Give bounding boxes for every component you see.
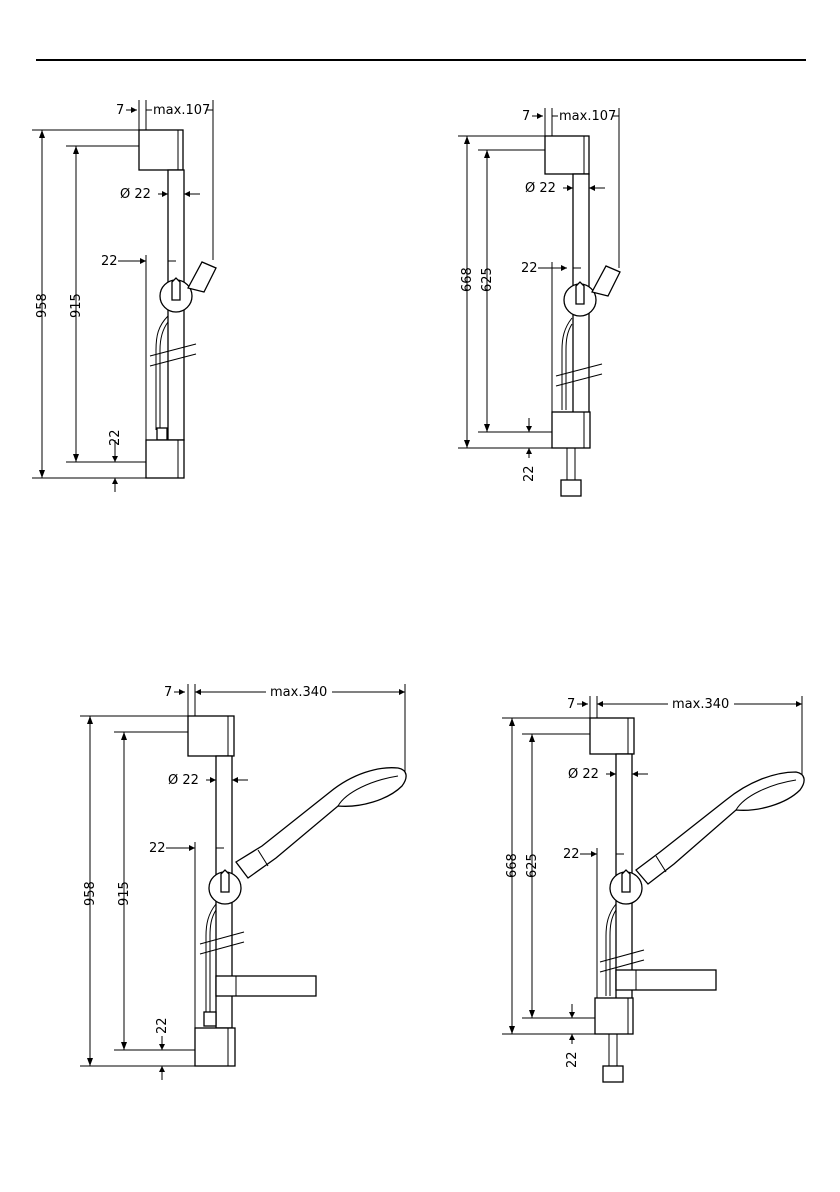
dim-diameter-label: Ø 22 [568, 767, 599, 782]
dim-offset-label: 7 [567, 697, 575, 712]
hose-connector [603, 1066, 623, 1082]
wall-bracket-top [590, 718, 634, 754]
dim-rail-height-label: 625 [525, 853, 540, 878]
hand-shower [636, 772, 804, 884]
dim-spacing-label: 22 [563, 847, 580, 862]
dim-bottom-label: 22 [565, 1051, 580, 1068]
soap-dish [616, 970, 716, 990]
dim-reach-label: max.340 [672, 697, 729, 712]
dim-total-height-label: 668 [505, 853, 520, 878]
wall-bracket-bottom [595, 998, 633, 1034]
